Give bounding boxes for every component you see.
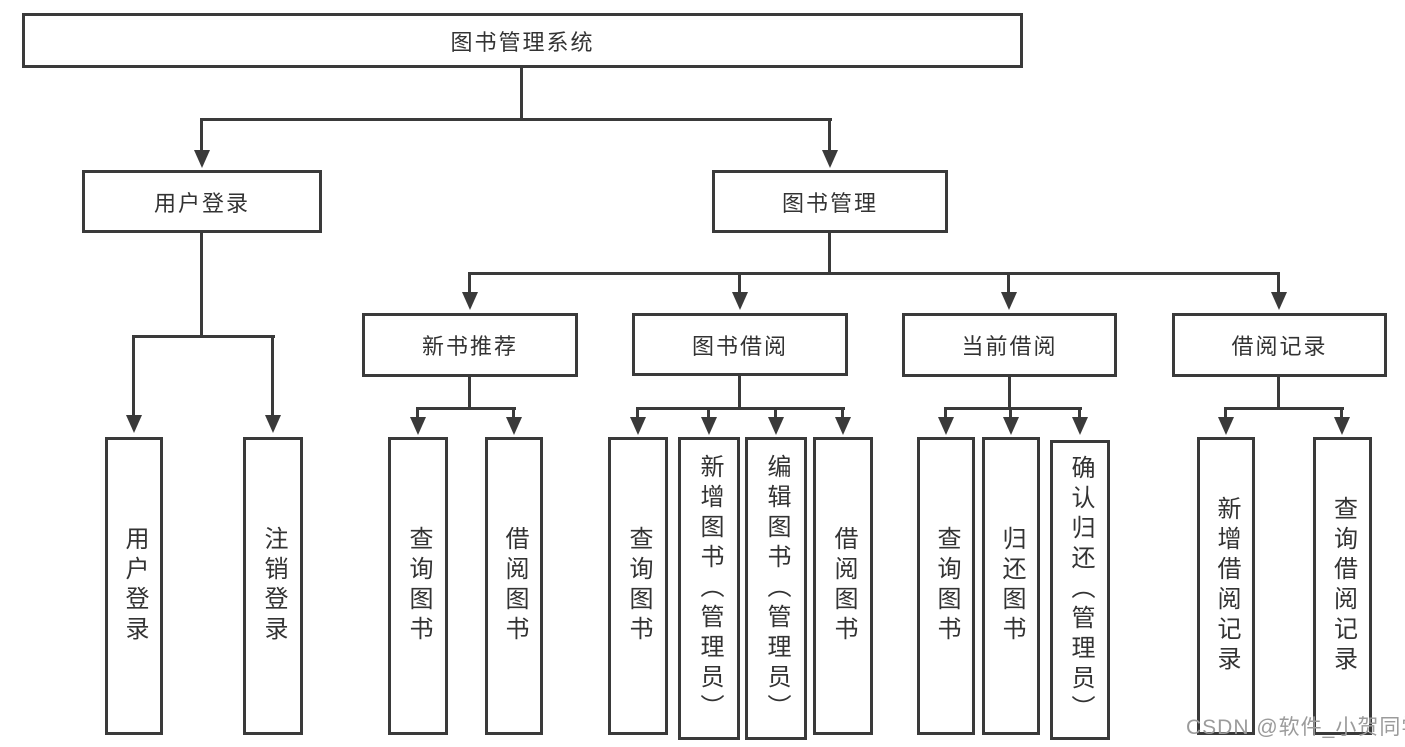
edge-drop-leaf (1224, 407, 1227, 417)
node-label: 新增借阅记录 (1213, 496, 1240, 676)
node-label: 图书管理 (781, 190, 878, 216)
edge-book-borrow-stem (738, 376, 741, 407)
arrowhead-down (506, 417, 522, 435)
edge-drop-leaf (512, 407, 515, 417)
node-label: 查询图书 (625, 526, 652, 646)
node-label: 用户登录 (121, 526, 148, 646)
node-label: 借阅图书 (830, 526, 857, 646)
node-label: 借阅图书 (501, 526, 528, 646)
node-label: 编辑图书（管理员） (763, 453, 790, 724)
node-label: 图书借阅 (691, 333, 788, 359)
node-leaf-query-books-recommend: 查询图书 (388, 437, 448, 735)
arrowhead-down (1001, 292, 1017, 310)
arrowhead-down (822, 150, 838, 168)
edge-new-book-recommend-hbar (416, 407, 516, 410)
edge-current-borrow-hbar (944, 407, 1082, 410)
node-leaf-borrow-books-recommend: 借阅图书 (485, 437, 543, 735)
node-label: 借阅记录 (1231, 334, 1328, 359)
edge-drop-leaf (774, 407, 777, 417)
edge-book-borrow-hbar (636, 407, 845, 410)
node-leaf-query-books-borrow: 查询图书 (608, 437, 668, 735)
node-leaf-logout: 注销登录 (243, 437, 303, 735)
edge-drop-book-borrow (738, 272, 741, 292)
edge-drop-user-login (200, 118, 203, 150)
edge-root-stem (520, 68, 523, 118)
node-label: 新书推荐 (421, 334, 518, 359)
arrowhead-down (462, 292, 478, 310)
arrowhead-down (1072, 417, 1088, 435)
edge-drop-logout-leaf (271, 335, 274, 415)
node-leaf-edit-books-admin: 编辑图书（管理员） (745, 437, 807, 740)
arrowhead-down (126, 415, 142, 433)
node-label: 注销登录 (260, 526, 287, 646)
edge-drop-leaf (1340, 407, 1343, 417)
arrowhead-down (1334, 417, 1350, 435)
arrowhead-down (1271, 292, 1287, 310)
node-label: 用户登录 (153, 190, 250, 216)
edge-new-book-recommend-stem (468, 377, 471, 407)
edge-drop-login-leaf (132, 335, 135, 415)
edge-borrow-records-hbar (1224, 407, 1344, 410)
node-label: 查询图书 (933, 526, 960, 646)
edge-borrow-records-stem (1277, 377, 1280, 407)
node-leaf-query-books-current: 查询图书 (917, 437, 975, 735)
arrowhead-down (265, 415, 281, 433)
edge-drop-current-borrow (1007, 272, 1010, 292)
node-leaf-return-books: 归还图书 (982, 437, 1040, 735)
arrowhead-down (835, 417, 851, 435)
node-label: 确认归还（管理员） (1067, 455, 1094, 725)
node-label: 图书管理系统 (450, 29, 595, 55)
node-label: 新增图书（管理员） (696, 453, 723, 724)
watermark: CSDN @软件_小贺同学 (1186, 716, 1405, 739)
node-user-login: 用户登录 (82, 170, 322, 233)
node-library-management-system: 图书管理系统 (22, 13, 1023, 68)
node-leaf-confirm-return-admin: 确认归还（管理员） (1050, 440, 1110, 740)
edge-drop-new-book-recommend (468, 272, 471, 292)
node-label: 当前借阅 (961, 334, 1058, 359)
edge-book-management-stem (828, 233, 831, 272)
node-label: 归还图书 (998, 526, 1025, 646)
edge-drop-leaf (1078, 407, 1081, 417)
node-leaf-add-books-admin: 新增图书（管理员） (678, 437, 740, 740)
edge-book-management-hbar (468, 272, 1280, 275)
node-leaf-user-login: 用户登录 (105, 437, 163, 735)
node-label: 查询借阅记录 (1329, 496, 1357, 676)
node-new-book-recommend: 新书推荐 (362, 313, 578, 377)
arrowhead-down (701, 417, 717, 435)
edge-drop-leaf (841, 407, 844, 417)
edge-user-login-stem (200, 233, 203, 335)
arrowhead-down (1218, 417, 1234, 435)
arrowhead-down (410, 417, 426, 435)
arrowhead-down (732, 292, 748, 310)
node-current-borrow: 当前借阅 (902, 313, 1117, 377)
arrowhead-down (194, 150, 210, 168)
edge-current-borrow-stem (1008, 377, 1011, 407)
node-label: 查询图书 (405, 526, 432, 646)
node-leaf-add-borrow-record: 新增借阅记录 (1197, 437, 1255, 735)
edge-user-login-hbar (132, 335, 275, 338)
arrowhead-down (768, 417, 784, 435)
node-book-management: 图书管理 (712, 170, 948, 233)
edge-drop-leaf (1009, 407, 1012, 417)
arrowhead-down (1003, 417, 1019, 435)
edge-drop-borrow-records (1277, 272, 1280, 292)
node-leaf-query-borrow-record: 查询借阅记录 (1313, 437, 1372, 735)
arrowhead-down (630, 417, 646, 435)
edge-drop-book-management (828, 118, 831, 150)
edge-drop-leaf (416, 407, 419, 417)
edge-drop-leaf (944, 407, 947, 417)
node-leaf-borrow-books: 借阅图书 (813, 437, 873, 735)
edge-root-hbar (200, 118, 832, 121)
node-borrow-records: 借阅记录 (1172, 313, 1387, 377)
arrowhead-down (938, 417, 954, 435)
node-book-borrow: 图书借阅 (632, 313, 848, 376)
edge-drop-leaf (707, 407, 710, 417)
edge-drop-leaf (636, 407, 639, 417)
